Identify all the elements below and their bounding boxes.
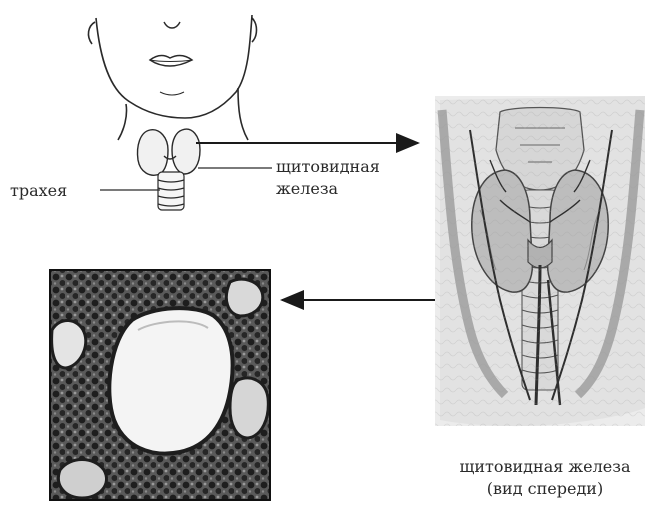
caption-line2: (вид спереди) <box>487 479 603 498</box>
histology-micrograph <box>50 270 270 500</box>
trachea-sketch <box>158 172 184 210</box>
trachea-label: трахея <box>10 181 67 200</box>
lip-line <box>150 60 192 62</box>
anatomy-front-view <box>435 96 645 426</box>
follicle-bottom <box>58 460 106 499</box>
thyroid-sketch <box>138 129 201 210</box>
face-sketch <box>88 15 256 140</box>
neck-right <box>238 88 248 140</box>
thyroid-left-lobe <box>138 130 169 175</box>
follicle-large <box>109 308 232 453</box>
nose <box>164 22 180 28</box>
follicle-top-right <box>226 279 262 316</box>
chin <box>160 92 184 95</box>
thyroid-label-line1: щитовидная <box>276 157 380 176</box>
caption-line1: щитовидная железа <box>459 457 630 476</box>
thyroid-label-line2: железа <box>276 179 339 198</box>
neck-left <box>118 104 127 140</box>
ear-left <box>88 22 95 44</box>
thyroid-right-lobe <box>172 129 200 174</box>
ear-right <box>252 18 257 42</box>
follicle-right <box>230 378 268 438</box>
